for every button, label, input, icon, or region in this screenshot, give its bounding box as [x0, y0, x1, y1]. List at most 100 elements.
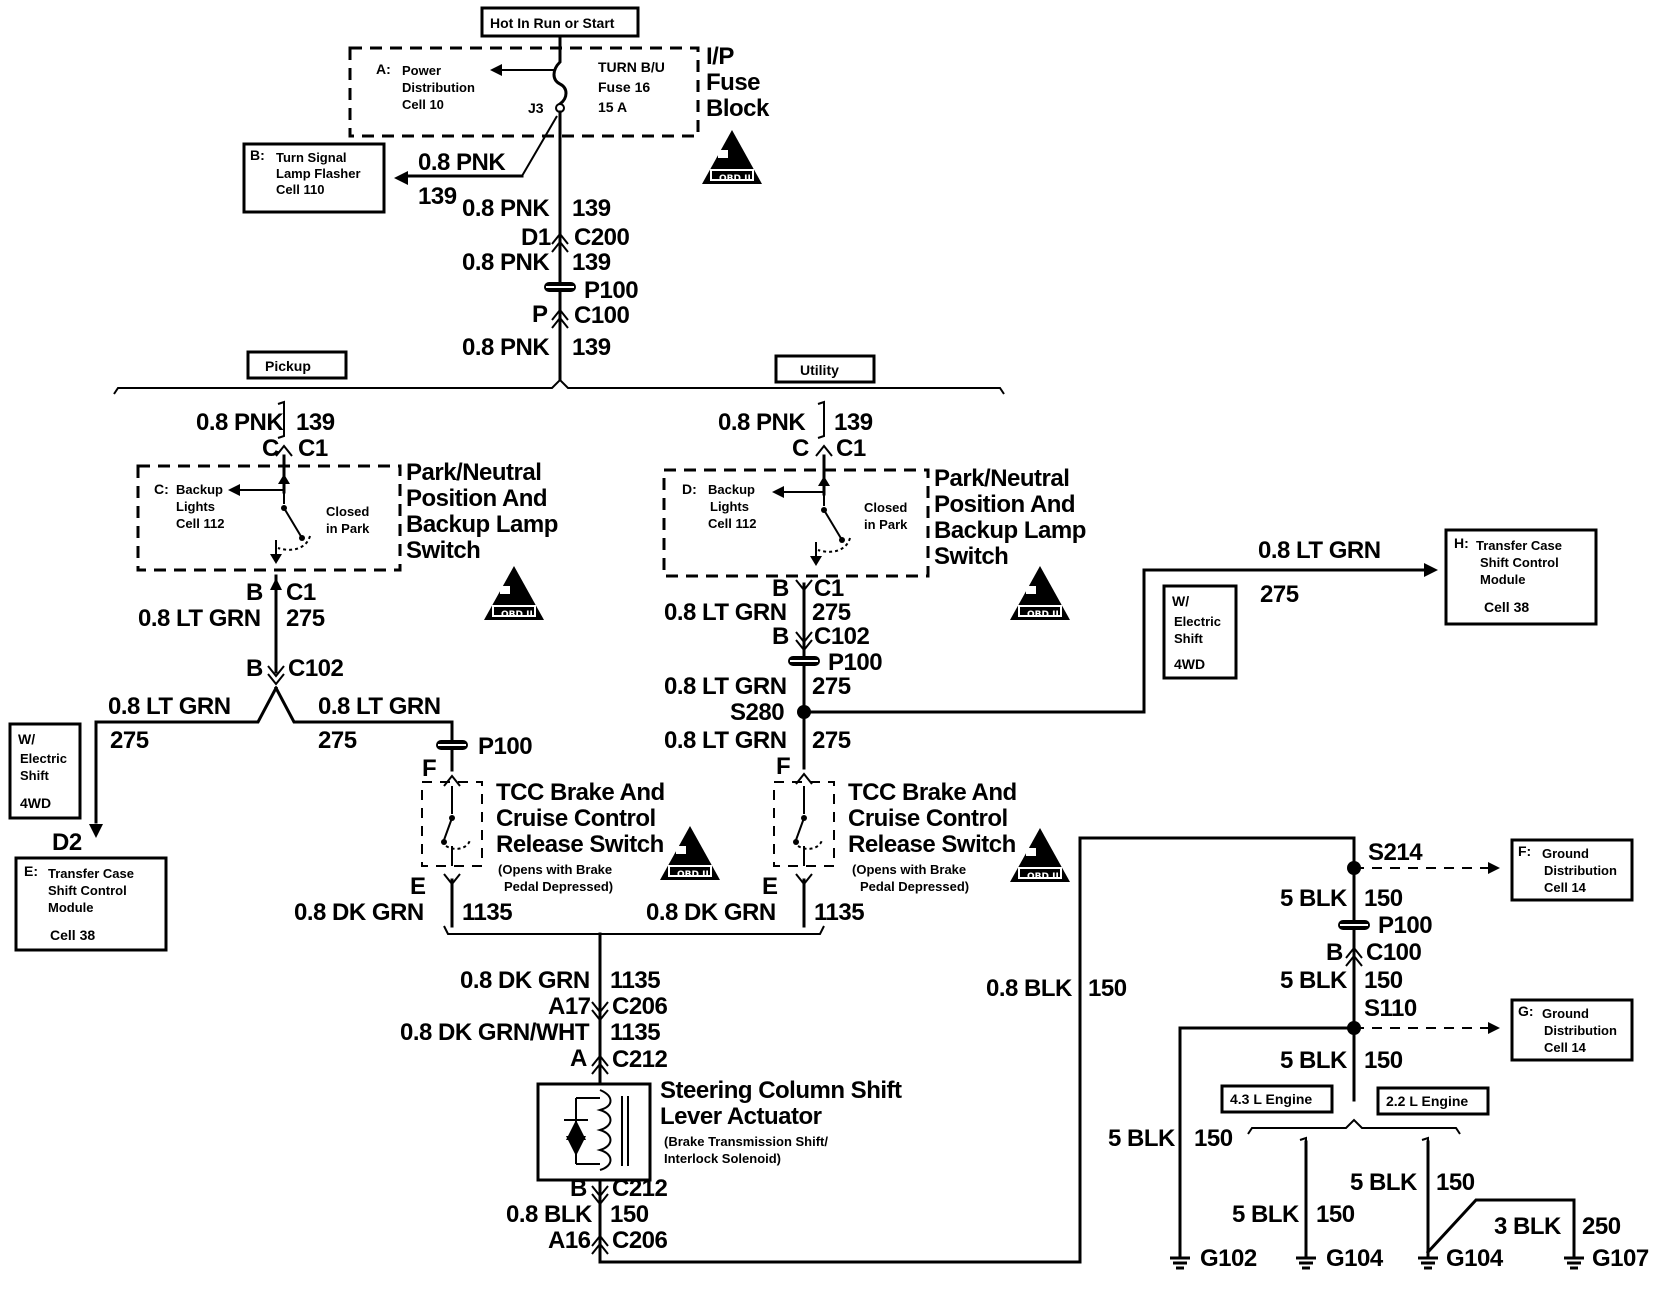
- utility-ltgrn-color-1: 0.8 LT GRN: [664, 599, 787, 626]
- d2-arrow-head: [89, 824, 103, 838]
- actuator-note-1: (Brake Transmission Shift/: [664, 1134, 828, 1149]
- svg-text:OBD II: OBD II: [501, 610, 533, 620]
- svg-text:G:: G:: [1518, 1003, 1534, 1019]
- flasher-arrow-head: [394, 171, 408, 185]
- fuse-symbol: [552, 46, 568, 107]
- ground-g104b-label: G104: [1446, 1245, 1504, 1272]
- s214-blk-color: 5 BLK: [1280, 885, 1348, 912]
- c100-blk-circuit: 150: [1364, 967, 1403, 994]
- return-blk-color: 0.8 BLK: [986, 975, 1073, 1002]
- connector-p100-left: P100: [478, 733, 532, 760]
- svg-text:Cell 38: Cell 38: [50, 927, 95, 943]
- connector-c212-bottom: C212: [612, 1175, 668, 1202]
- connector-p100-top: P100: [584, 277, 638, 304]
- g107-blk-circuit: 250: [1582, 1213, 1621, 1240]
- main-wire-circuit-2: 139: [572, 249, 611, 276]
- connector-b-bottom: B: [570, 1175, 587, 1202]
- left-tcc-title-3: Release Switch: [496, 831, 664, 858]
- ref-g-box: [1510, 998, 1634, 1062]
- utility-closed-2: in Park: [864, 517, 908, 532]
- ref-a-arrow-head: [490, 64, 502, 76]
- ref-b-line2: Lamp Flasher: [276, 166, 361, 181]
- connector-a: A: [570, 1045, 587, 1072]
- svg-text:W/: W/: [1172, 593, 1189, 609]
- utility-ref-d-letter: D:: [682, 481, 697, 497]
- pickup-ltgrn-color: 0.8 LT GRN: [138, 605, 261, 632]
- connector-c100: C100: [574, 302, 630, 329]
- ref-a-line1: Power: [402, 63, 441, 78]
- g104b-blk-color: 5 BLK: [1350, 1169, 1418, 1196]
- pickup-ref-c-line2: Lights: [176, 499, 215, 514]
- right-conn-e: E: [762, 873, 778, 900]
- g102-blk-circuit: 150: [1194, 1125, 1233, 1152]
- pickup-pnp-switch-outline: [136, 464, 402, 572]
- utility-pnp-title-4: Switch: [934, 543, 1008, 570]
- svg-text:Module: Module: [1480, 572, 1526, 587]
- ground-g104a-label: G104: [1326, 1245, 1384, 1272]
- ground-conn-b: B: [1326, 939, 1343, 966]
- utility-conn-c1: C1: [836, 435, 866, 462]
- svg-text:Shift Control: Shift Control: [48, 883, 127, 898]
- g102-blk-color: 5 BLK: [1108, 1125, 1176, 1152]
- fuse-block-title-1: I/P: [706, 43, 734, 70]
- utility-label-box: [774, 354, 876, 384]
- utility-pnk-color: 0.8 PNK: [718, 409, 806, 436]
- fuse-terminal: J3: [528, 100, 544, 116]
- utility-pnp-switch-outline: [662, 468, 930, 578]
- pickup-b-c1-c1: C1: [286, 579, 316, 606]
- ref-f-box: [1510, 838, 1634, 902]
- utility-pnp-title-1: Park/Neutral: [934, 465, 1069, 492]
- ground-g102-label: G102: [1200, 1245, 1257, 1272]
- pickup-ltgrn-circuit: 275: [286, 605, 325, 632]
- connector-c212-top: C212: [612, 1046, 668, 1073]
- left-ltgrn-color-a: 0.8 LT GRN: [108, 693, 231, 720]
- ref-b-box: [242, 142, 386, 214]
- ground-g107-symbol: [1562, 1250, 1586, 1270]
- svg-text:Shift: Shift: [1174, 631, 1204, 646]
- left-ltgrn-color-b: 0.8 LT GRN: [318, 693, 441, 720]
- utility-label: Utility: [800, 362, 839, 378]
- svg-text:Module: Module: [48, 900, 94, 915]
- pickup-pnp-title-2: Position And: [406, 485, 547, 512]
- utility-ltgrn-circuit-1: 275: [812, 599, 851, 626]
- right-tcc-title-3: Release Switch: [848, 831, 1016, 858]
- right-tcc-title-1: TCC Brake And: [848, 779, 1017, 806]
- engine-22-label: 2.2 L Engine: [1386, 1093, 1468, 1109]
- g104a-blk-color: 5 BLK: [1232, 1201, 1300, 1228]
- c100-blk-color: 5 BLK: [1280, 967, 1348, 994]
- fuse-block-title-2: Fuse: [706, 69, 760, 96]
- g104b-blk-circuit: 150: [1436, 1169, 1475, 1196]
- s214-blk-circuit: 150: [1364, 885, 1403, 912]
- pickup-pnk-circuit: 139: [296, 409, 335, 436]
- actuator-title-1: Steering Column Shift: [660, 1077, 902, 1104]
- svg-text:Cell 38: Cell 38: [1484, 599, 1529, 615]
- utility-b-c1-c1: C1: [814, 575, 844, 602]
- svg-text:OBD II: OBD II: [1027, 610, 1059, 620]
- right-tcc-note-1: (Opens with Brake: [852, 862, 966, 877]
- connector-p100-utility: P100: [828, 649, 882, 676]
- svg-text:Ground: Ground: [1542, 1006, 1589, 1021]
- fuse-label-1: TURN B/U: [598, 59, 665, 75]
- left-tcc-title-1: TCC Brake And: [496, 779, 665, 806]
- utility-ltgrn-circuit-3: 275: [812, 727, 851, 754]
- svg-text:OBD II: OBD II: [1027, 872, 1059, 882]
- svg-text:OBD II: OBD II: [719, 174, 751, 184]
- connector-c200: C200: [574, 224, 630, 251]
- pickup-closed-1: Closed: [326, 504, 369, 519]
- utility-closed-1: Closed: [864, 500, 907, 515]
- svg-text:4WD: 4WD: [20, 795, 51, 811]
- utility-ltgrn-circuit-2: 275: [812, 673, 851, 700]
- ref-a-line3: Cell 10: [402, 97, 444, 112]
- right-conn-f: F: [776, 753, 790, 780]
- connector-c206-top: C206: [612, 993, 668, 1020]
- engine-22-box: [1376, 1086, 1490, 1116]
- ref-e-box: [14, 856, 168, 952]
- pickup-b-c102-b: B: [246, 655, 263, 682]
- svg-text:Transfer Case: Transfer Case: [48, 866, 134, 881]
- svg-text:Distribution: Distribution: [1544, 1023, 1617, 1038]
- svg-text:Transfer Case: Transfer Case: [1476, 538, 1562, 553]
- pickup-conn-c1: C1: [298, 435, 328, 462]
- ref-b-line1: Turn Signal: [276, 150, 347, 165]
- h-ltgrn-circuit: 275: [1260, 581, 1299, 608]
- ref-a-letter: A:: [376, 61, 391, 77]
